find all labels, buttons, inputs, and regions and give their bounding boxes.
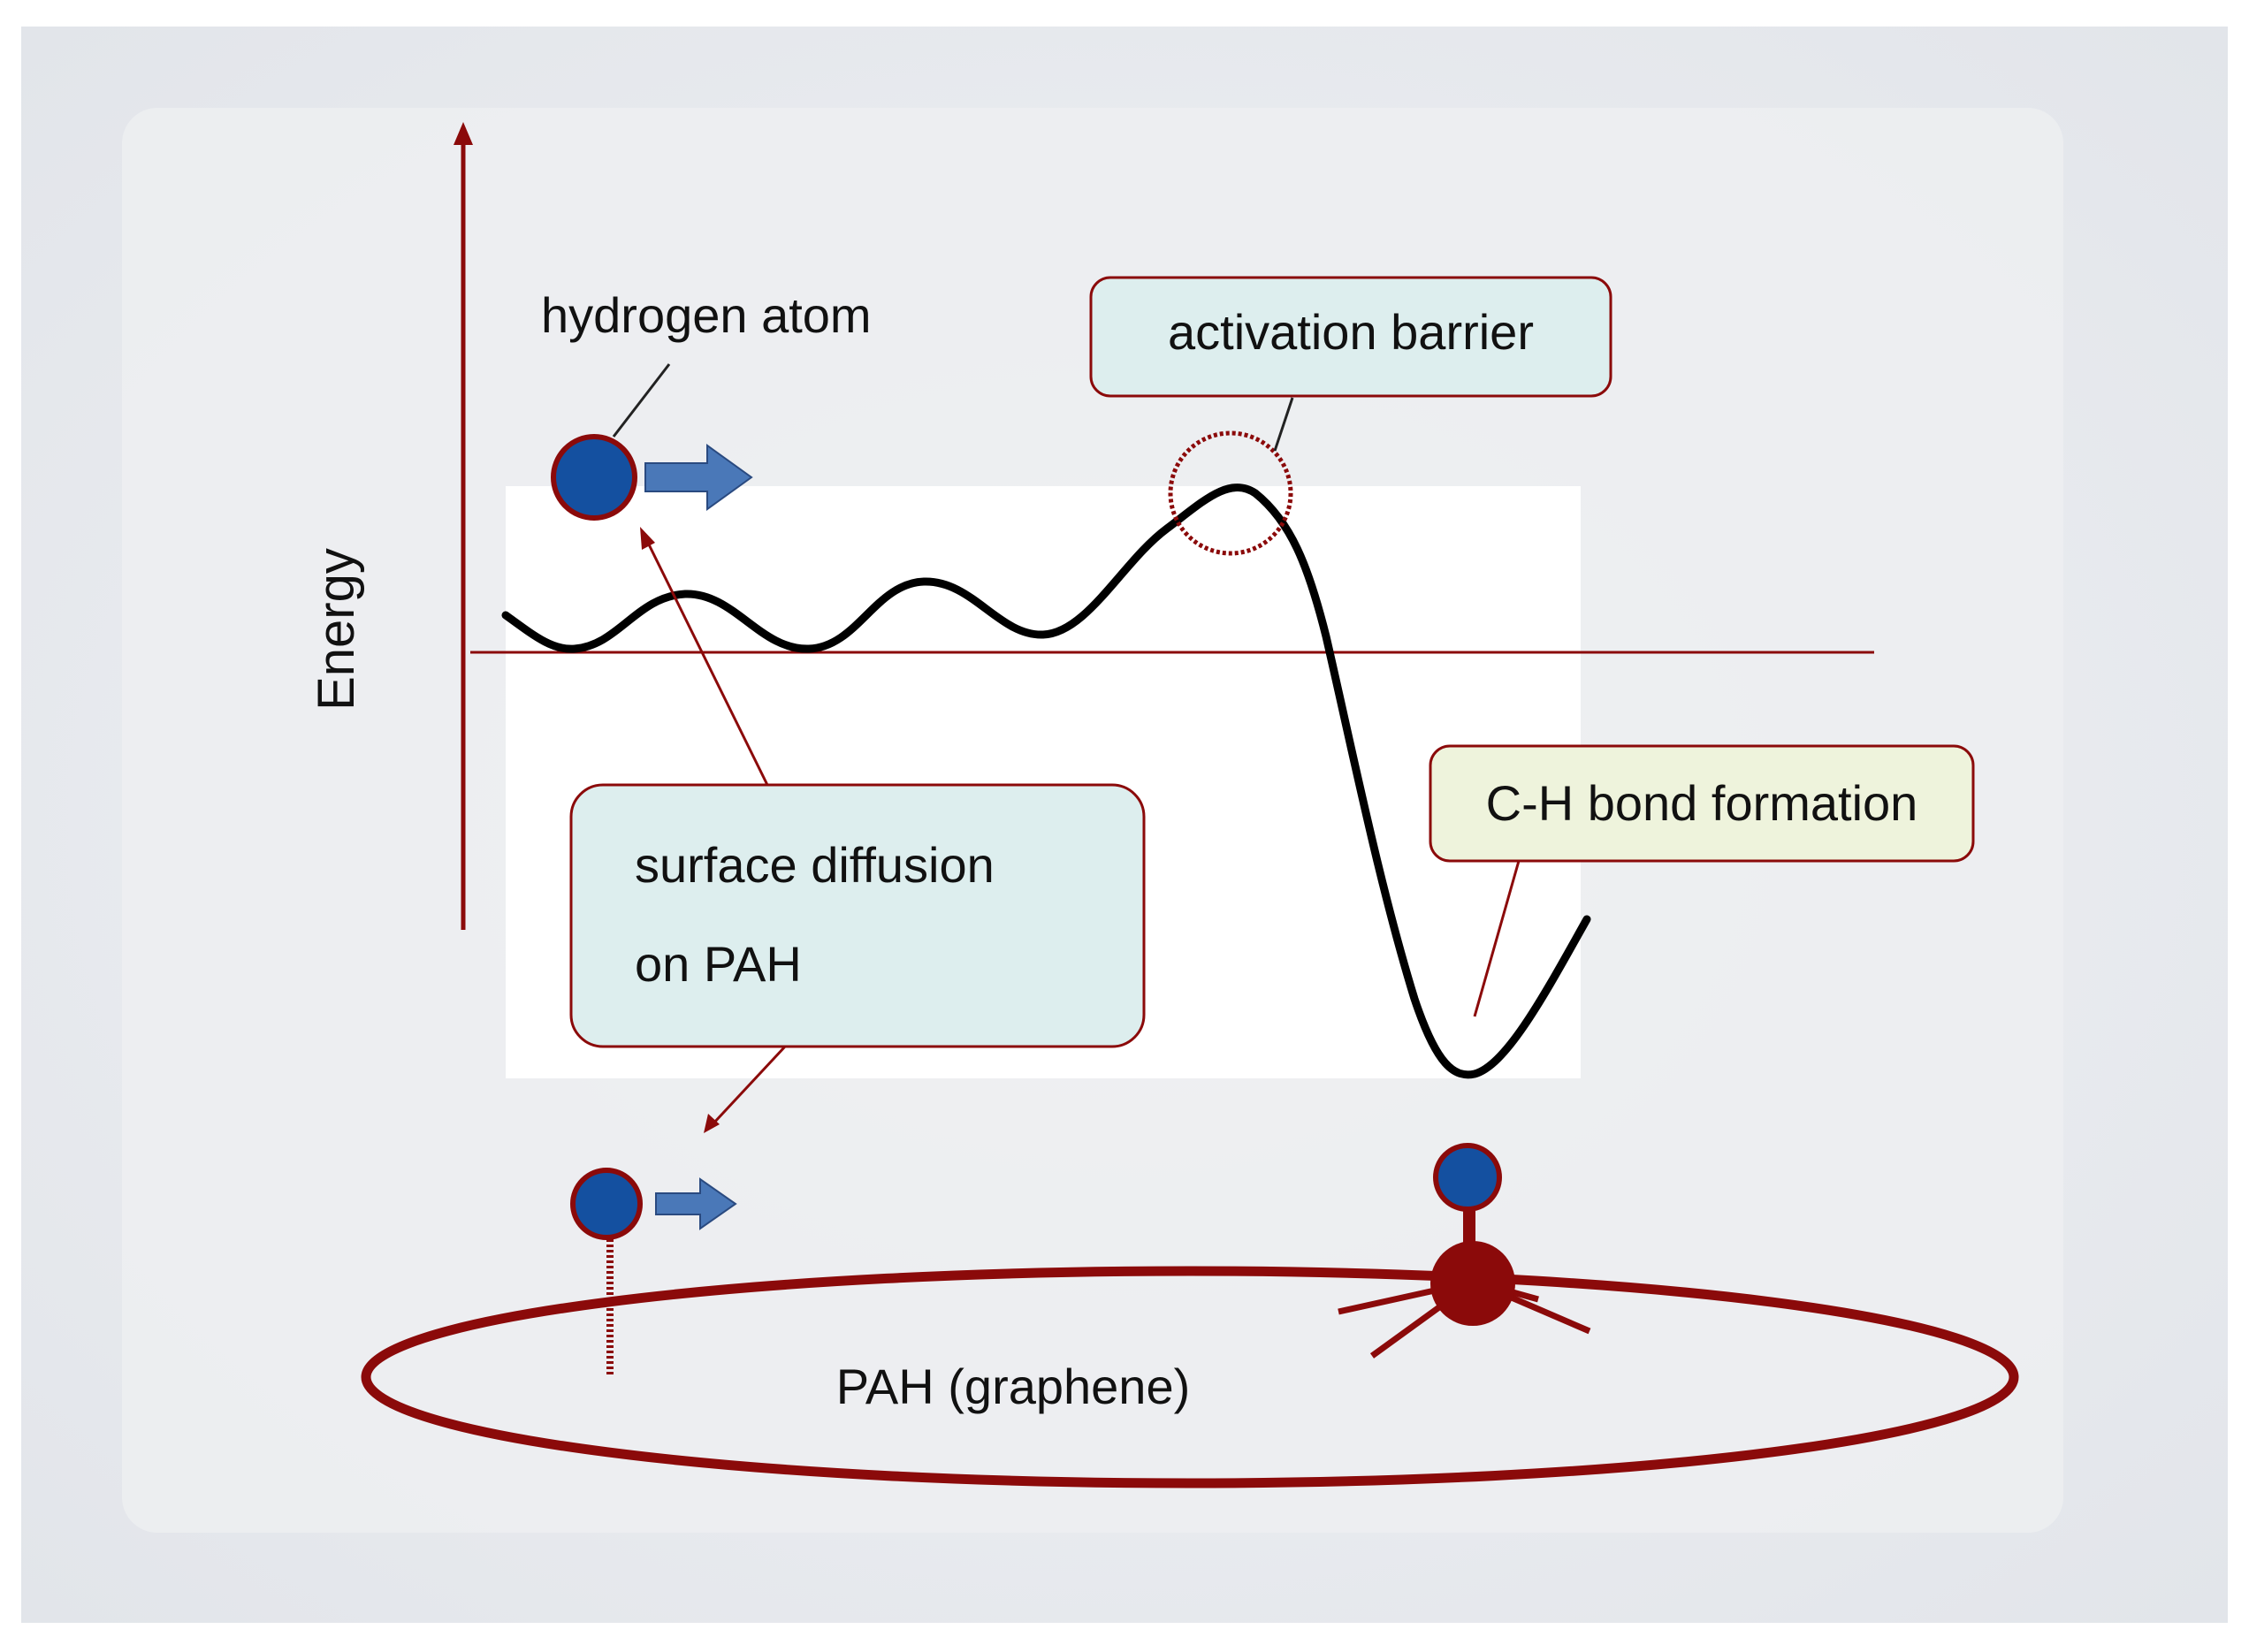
- activation-barrier-leader: [1273, 397, 1294, 452]
- surface-diffusion-label-line2: on PAH: [635, 936, 802, 992]
- energy-axis-arrowhead: [454, 122, 473, 145]
- motion-arrow-icon: [644, 444, 753, 511]
- hydrogen-atom-label: hydrogen atom: [541, 287, 872, 343]
- diffusing-hydrogen-atom-icon: [570, 1168, 643, 1240]
- bonded-hydrogen-atom-icon: [1433, 1143, 1502, 1212]
- activation-barrier-marker: [1168, 430, 1293, 556]
- activation-barrier-callout: [1089, 276, 1612, 398]
- hydrogen-atom-icon: [551, 434, 637, 521]
- activation-barrier-label: activation barrier: [1168, 304, 1534, 360]
- diffusion-leader-up: [645, 540, 769, 786]
- ch-bond-label: C-H bond formation: [1486, 775, 1918, 831]
- surface-diffusion-callout: [569, 783, 1146, 1048]
- energy-axis-label: Energy: [308, 548, 365, 711]
- ch-bond-callout: [1429, 744, 1975, 863]
- surface-diffusion-label-line1: surface diffusion: [635, 837, 995, 893]
- hydrogen-atom-leader: [612, 363, 671, 438]
- diffusion-leader-up-arrowhead: [640, 527, 655, 550]
- diffusing-motion-arrow-icon: [655, 1177, 737, 1230]
- pah-graphene-ellipse: [361, 1266, 2019, 1488]
- diffusion-leader-down: [711, 1045, 787, 1126]
- diffusion-leader-down-arrowhead: [704, 1114, 720, 1133]
- ch-bond-leader: [1473, 860, 1521, 1017]
- carbon-atom-icon: [1338, 1211, 1591, 1359]
- energy-curve: [501, 483, 1591, 1079]
- pah-label: PAH (graphene): [836, 1359, 1191, 1414]
